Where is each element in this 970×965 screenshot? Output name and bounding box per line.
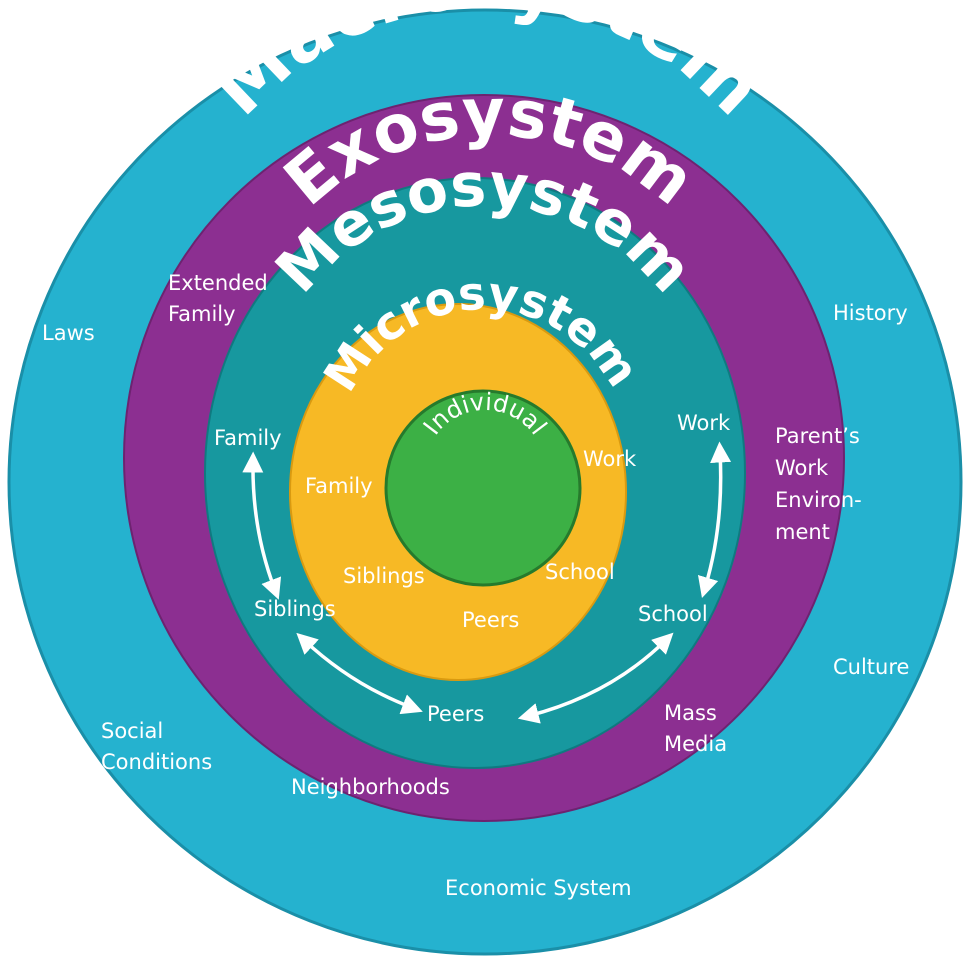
label-extended-family-line1: Extended <box>168 271 268 295</box>
micro-label-work: Work <box>583 447 637 471</box>
label-parents-work-line2: Work <box>775 456 829 480</box>
meso-label-peers: Peers <box>427 702 484 726</box>
label-economic-system: Economic System <box>445 876 632 900</box>
individual-circle <box>384 389 582 587</box>
arrow-siblings-peers <box>296 632 423 715</box>
micro-label-siblings: Siblings <box>343 564 425 588</box>
label-extended-family-line2: Family <box>168 302 236 326</box>
label-culture: Culture <box>833 655 909 679</box>
meso-label-work: Work <box>677 411 731 435</box>
micro-label-peers: Peers <box>462 608 519 632</box>
meso-label-family: Family <box>214 426 282 450</box>
label-parents-work-line1: Parent’s <box>775 424 860 448</box>
arrow-work-school <box>697 441 732 599</box>
micro-label-school: School <box>545 560 615 584</box>
arrow-peers-school <box>517 632 674 724</box>
label-parents-work-line3: Environ- <box>775 488 862 512</box>
label-parents-work-line4: ment <box>775 520 830 544</box>
label-mass-media-line2: Media <box>664 732 727 756</box>
arrow-family-siblings <box>242 451 282 600</box>
label-social-conditions-line2: Conditions <box>101 750 212 774</box>
label-social-conditions-line1: Social <box>101 719 163 743</box>
label-history: History <box>833 301 908 325</box>
label-neighborhoods: Neighborhoods <box>291 775 450 799</box>
label-laws: Laws <box>42 321 95 345</box>
meso-label-school: School <box>638 602 708 626</box>
label-mass-media-line1: Mass <box>664 701 717 725</box>
meso-label-siblings: Siblings <box>254 597 336 621</box>
micro-label-family: Family <box>305 474 373 498</box>
